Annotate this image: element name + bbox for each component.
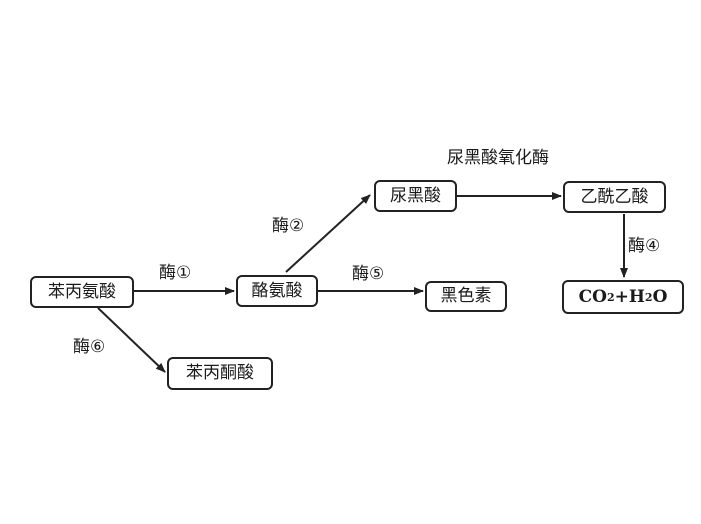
node-tyrosine: 酪氨酸	[236, 275, 318, 307]
node-acetoacetic-acid: 乙酰乙酸	[563, 181, 666, 213]
label-enzyme-2: 酶②	[272, 216, 305, 236]
node-homogentisic-acid: 尿黑酸	[374, 180, 457, 212]
arrow-phenylalanine-to-phenylpyruvic-acid	[97, 307, 166, 373]
formula-plus-h: +H	[614, 286, 645, 307]
formula-o: O	[652, 286, 668, 307]
label-homogentisate-oxidase: 尿黑酸氧化酶	[447, 148, 549, 168]
formula-sub-2b: 2	[644, 290, 653, 304]
node-phenylalanine: 苯丙氨酸	[30, 276, 134, 308]
label-enzyme-6: 酶⑥	[73, 337, 106, 357]
label-enzyme-1: 酶①	[159, 263, 192, 283]
node-melanin: 黑色素	[425, 281, 507, 312]
formula-sub-2: 2	[606, 290, 615, 304]
node-phenylpyruvic-acid: 苯丙酮酸	[167, 357, 273, 390]
formula-co: CO	[578, 286, 607, 307]
arrow-tyrosine-to-homogentisic-acid	[285, 194, 371, 273]
label-enzyme-4: 酶④	[628, 236, 661, 256]
label-enzyme-5: 酶⑤	[352, 264, 385, 284]
